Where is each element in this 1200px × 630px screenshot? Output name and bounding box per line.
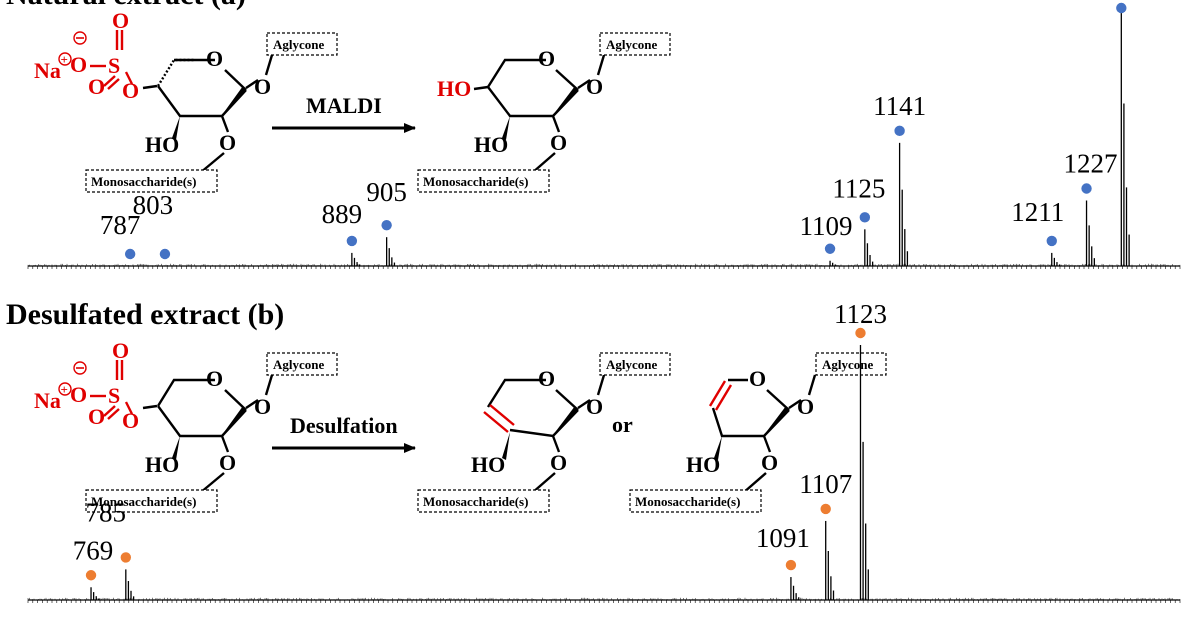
- svg-text:O: O: [122, 408, 139, 433]
- svg-text:HO: HO: [145, 132, 179, 157]
- peak-marker: [159, 248, 171, 260]
- svg-text:O: O: [70, 52, 87, 77]
- peak-label: 905: [366, 177, 407, 207]
- svg-text:HO: HO: [437, 76, 471, 101]
- peak-marker: [1081, 183, 1092, 194]
- svg-text:Monosaccharide(s): Monosaccharide(s): [91, 494, 196, 509]
- peak-label: 1123: [834, 299, 887, 329]
- panel-a-title: Natural extract (a): [6, 0, 246, 11]
- svg-text:O: O: [550, 450, 567, 475]
- svg-text:O: O: [586, 74, 603, 99]
- peak-marker: [894, 125, 905, 137]
- svg-text:S: S: [108, 53, 120, 78]
- peak-marker: [124, 248, 136, 260]
- peak-label: 803: [133, 190, 174, 220]
- svg-text:HO: HO: [474, 132, 508, 157]
- peak-label: 1227: [1064, 149, 1118, 179]
- svg-text:S: S: [108, 383, 120, 408]
- svg-text:O: O: [206, 46, 223, 71]
- peak-label: 1141: [873, 91, 926, 121]
- svg-text:O: O: [749, 366, 766, 391]
- svg-text:O: O: [797, 394, 814, 419]
- peak-label: 1109: [800, 211, 853, 241]
- or-label: or: [612, 412, 633, 437]
- peak-marker: [120, 552, 132, 563]
- panel-b-sulfated-structure: Na + O S O O O O O HO O Aglycone Monosac…: [34, 338, 338, 513]
- svg-text:Aglycone: Aglycone: [822, 357, 874, 372]
- panel-b-title: Desulfated extract (b): [6, 298, 284, 331]
- svg-text:HO: HO: [145, 452, 179, 477]
- peak-label: 1125: [832, 173, 885, 203]
- svg-text:HO: HO: [686, 452, 720, 477]
- peak-marker: [381, 219, 392, 231]
- desulfation-label: Desulfation: [290, 413, 398, 438]
- svg-text:Monosaccharide(s): Monosaccharide(s): [423, 494, 528, 509]
- svg-text:O: O: [219, 450, 236, 475]
- peak-label: 769: [73, 535, 114, 565]
- svg-text:Aglycone: Aglycone: [606, 37, 658, 52]
- peak-label: 785: [86, 497, 127, 527]
- svg-text:O: O: [112, 8, 129, 33]
- peak-marker: [1046, 235, 1057, 247]
- svg-text:Monosaccharide(s): Monosaccharide(s): [635, 494, 740, 509]
- svg-text:O: O: [112, 338, 129, 363]
- svg-text:O: O: [122, 78, 139, 103]
- peak-marker: [859, 212, 871, 223]
- monosaccharide-box: Monosaccharide(s): [91, 174, 196, 189]
- svg-text:+: +: [61, 52, 68, 67]
- panel-b-product-1: O O HO O Aglycone Monosaccharide(s): [417, 352, 671, 513]
- svg-text:HO: HO: [471, 452, 505, 477]
- peak-marker: [824, 243, 836, 254]
- peak-label: 1091: [756, 523, 810, 553]
- svg-text:Na: Na: [34, 388, 61, 413]
- panel-b-product-2: O O HO O Aglycone Monosaccharide(s): [629, 352, 887, 513]
- svg-text:O: O: [70, 382, 87, 407]
- svg-text:O: O: [206, 366, 223, 391]
- svg-text:Aglycone: Aglycone: [606, 357, 658, 372]
- svg-text:O: O: [550, 130, 567, 155]
- svg-text:O: O: [88, 404, 105, 429]
- svg-text:+: +: [61, 382, 68, 397]
- svg-text:O: O: [254, 74, 271, 99]
- peak-marker: [785, 559, 797, 571]
- svg-text:O: O: [88, 74, 105, 99]
- peak-label: 1211: [1011, 197, 1064, 227]
- panel-a-sulfated-structure: Na + O S O O O O O HO O: [34, 8, 338, 193]
- peak-marker: [1116, 2, 1127, 14]
- svg-text:Monosaccharide(s): Monosaccharide(s): [423, 174, 528, 189]
- sulfate-group: Na + O S O O O: [34, 8, 139, 103]
- svg-text:O: O: [538, 46, 555, 71]
- peak-marker: [855, 327, 866, 339]
- svg-text:O: O: [586, 394, 603, 419]
- peak-label: 1107: [799, 469, 852, 499]
- aglycone-box: Aglycone: [273, 37, 325, 52]
- peak-marker: [346, 235, 358, 247]
- peak-label: 889: [322, 199, 363, 229]
- maldi-label: MALDI: [306, 93, 382, 118]
- svg-text:O: O: [219, 130, 236, 155]
- peak-label: 787: [100, 210, 141, 240]
- spectrum-b: 769 785 1091 1107 1123: [27, 299, 1181, 603]
- peak-marker: [85, 570, 97, 581]
- noise-trace: [27, 263, 1181, 266]
- svg-text:O: O: [761, 450, 778, 475]
- svg-text:O: O: [254, 394, 271, 419]
- peak-marker: [820, 503, 831, 515]
- svg-text:O: O: [538, 366, 555, 391]
- panel-a-desulfated-structure: HO O O HO O Aglycone Monosaccharide(s): [417, 32, 671, 193]
- svg-text:Na: Na: [34, 58, 61, 83]
- svg-text:Aglycone: Aglycone: [273, 357, 325, 372]
